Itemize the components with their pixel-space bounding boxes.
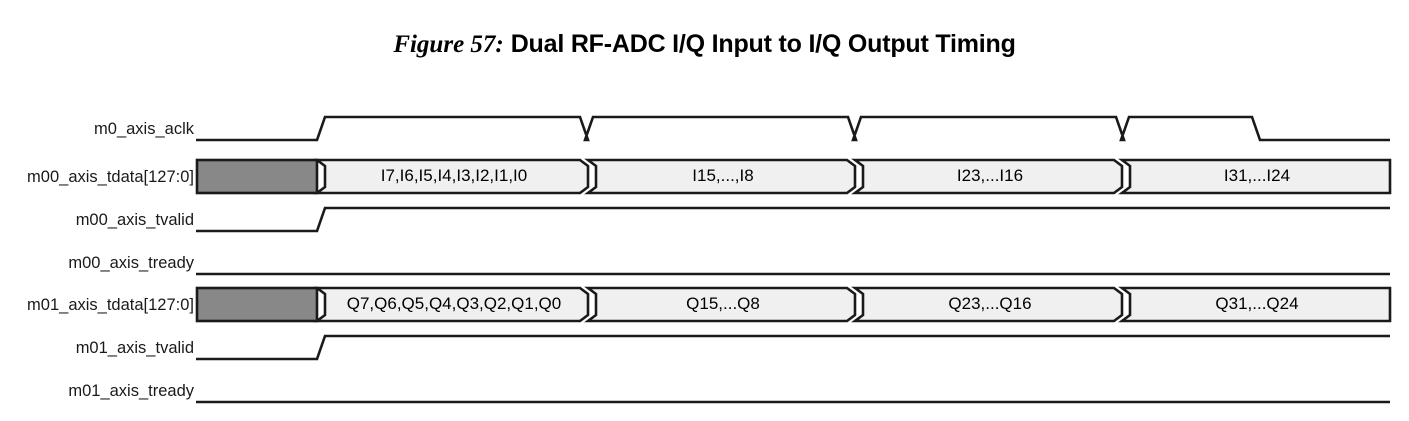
- signal-label-m0-axis-aclk: m0_axis_aclk: [94, 120, 194, 138]
- dontcare-block-m01: [195, 286, 319, 323]
- figure-number: Figure 57:: [393, 31, 504, 58]
- waveform-m0-axis-aclk: [196, 115, 1390, 142]
- figure-caption: Dual RF-ADC I/Q Input to I/Q Output Timi…: [510, 30, 1016, 58]
- waveform-m00-axis-tvalid: [196, 206, 1390, 233]
- signal-label-m01-axis-tvalid: m01_axis_tvalid: [75, 339, 194, 357]
- signal-label-m00-axis-tready: m00_axis_tready: [68, 254, 194, 272]
- waveform-m01-axis-tvalid: [196, 334, 1390, 361]
- bus-cell-m01-1: [584, 286, 857, 323]
- bus-cell-m00-0: [313, 158, 590, 195]
- figure-title: Figure 57: Dual RF-ADC I/Q Input to I/Q …: [0, 28, 1409, 61]
- bus-cell-m01-3: [1118, 286, 1392, 323]
- bus-cell-m00-1: [584, 158, 857, 195]
- bus-cell-m01-2: [851, 286, 1124, 323]
- bus-cell-m00-2: [851, 158, 1124, 195]
- signal-label-m01-axis-tdata: m01_axis_tdata[127:0]: [27, 296, 194, 314]
- dontcare-block-m00: [195, 158, 319, 195]
- signal-label-m00-axis-tvalid: m00_axis_tvalid: [75, 211, 194, 229]
- bus-cell-m01-0: [313, 286, 590, 323]
- signal-label-m00-axis-tdata: m00_axis_tdata[127:0]: [27, 168, 194, 186]
- waveform-m00-axis-tdata: [195, 158, 1392, 195]
- signal-label-m01-axis-tready: m01_axis_tready: [68, 382, 194, 400]
- bus-cell-m00-3: [1118, 158, 1392, 195]
- waveform-m01-axis-tdata: [195, 286, 1392, 323]
